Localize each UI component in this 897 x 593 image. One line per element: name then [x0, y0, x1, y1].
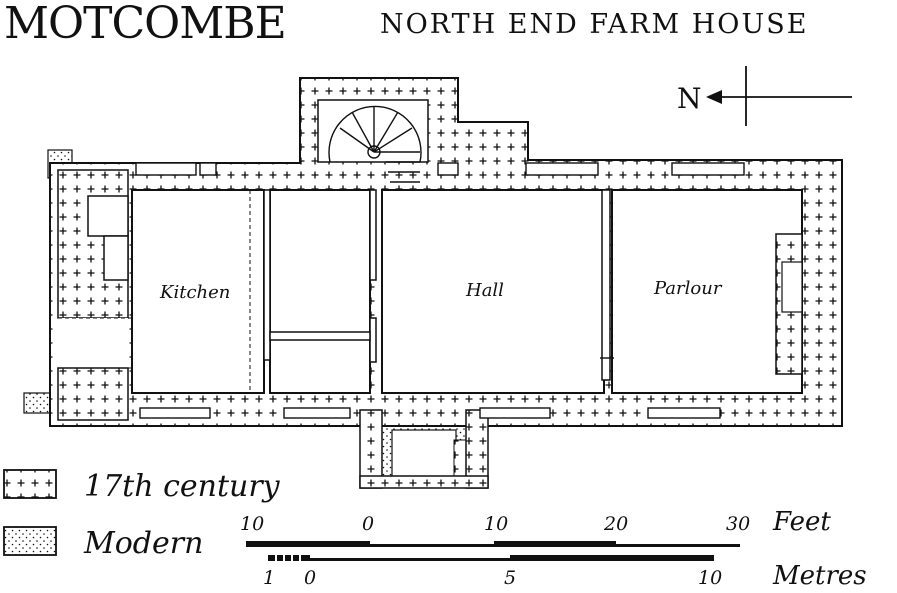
feet-scale-bar [616, 541, 740, 544]
feet-tick-label: 20 [603, 513, 628, 535]
legend-label-17th-century: 17th century [84, 469, 281, 504]
scale-bar: 10 0 10 20 30 Feet 1 0 5 10 Metres [240, 507, 867, 591]
feet-tick-label: 10 [484, 513, 508, 535]
windows [135, 162, 745, 419]
legend: 17th century Modern [3, 469, 281, 561]
feet-scale-bar [370, 541, 494, 544]
metres-tick-label: 1 [263, 567, 275, 588]
feet-tick-label: 30 [726, 513, 750, 535]
feet-tick-label: 0 [362, 513, 374, 535]
legend-swatch-17th-century [3, 469, 57, 499]
metres-tick-label: 0 [304, 567, 316, 588]
subtitle: NORTH END FARM HOUSE [380, 9, 808, 40]
legend-label-modern: Modern [83, 526, 203, 561]
metres-tick-label: 10 [698, 567, 722, 588]
metres-scale-bar [310, 555, 510, 558]
legend-swatch-modern [3, 526, 57, 556]
room-label-kitchen: Kitchen [159, 282, 230, 303]
metres-tick-label: 5 [504, 567, 516, 588]
spiral-stair [328, 105, 422, 183]
seventeenth-century-walls [49, 77, 843, 489]
title: MOTCOMBE [4, 0, 286, 49]
feet-tick-label: 10 [240, 513, 264, 535]
metres-unit-label: Metres [772, 561, 867, 588]
feet-unit-label: Feet [772, 507, 831, 537]
room-label-hall: Hall [465, 280, 504, 301]
interior-partitions [58, 189, 614, 393]
north-arrow: N [677, 66, 852, 126]
room-label-parlour: Parlour [653, 278, 723, 299]
north-label: N [677, 82, 702, 115]
